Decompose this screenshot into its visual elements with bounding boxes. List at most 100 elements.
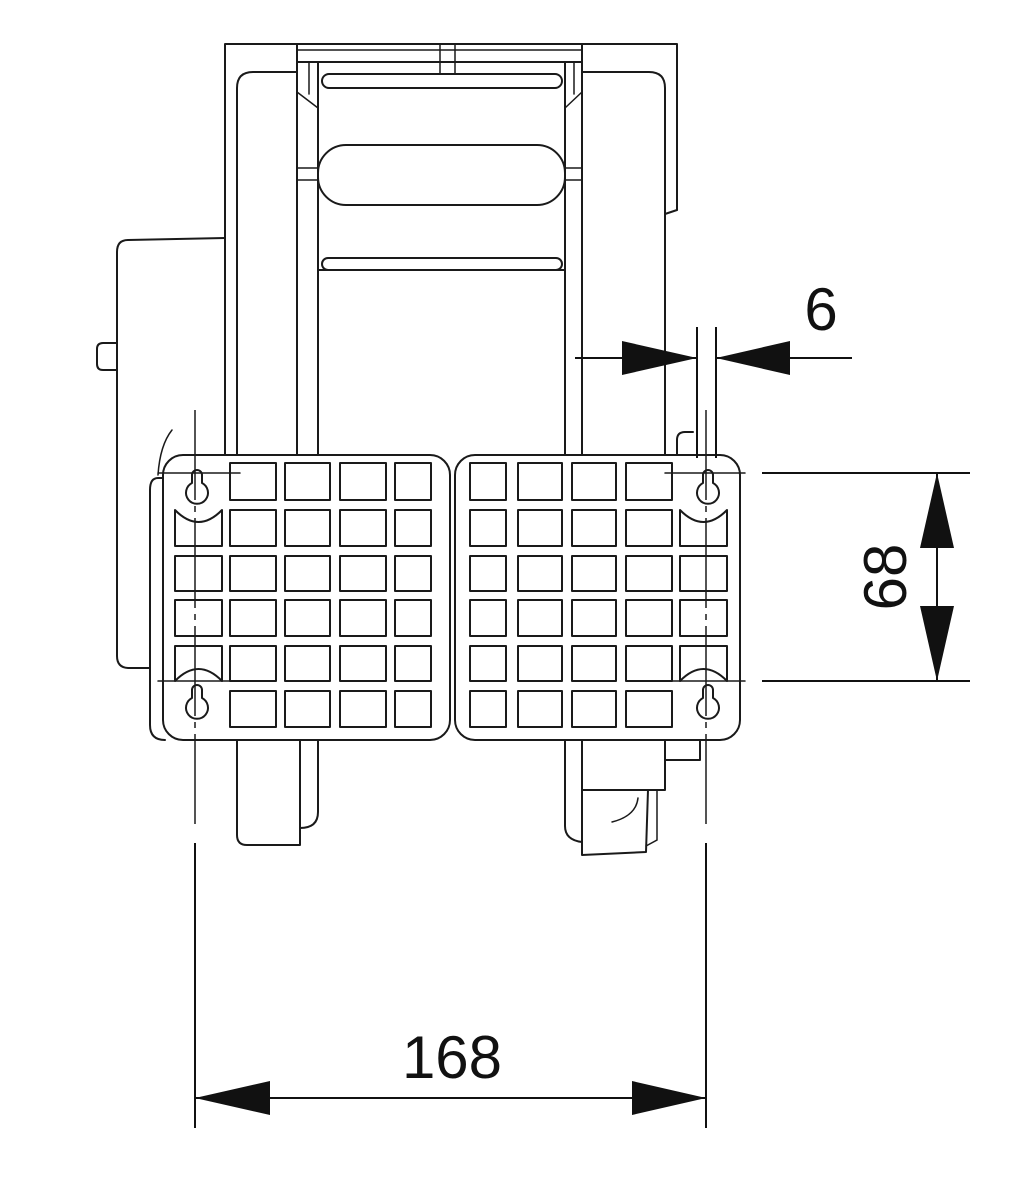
right-leg-ledge — [581, 739, 666, 791]
right-leg-detail — [645, 789, 658, 847]
arrowhead — [920, 473, 954, 548]
dimension-offset: 6 — [575, 276, 852, 458]
arrowhead — [632, 1081, 706, 1115]
grid-cell — [174, 599, 223, 637]
grid-cell — [625, 509, 673, 547]
mounting-plate-bracket — [149, 477, 166, 741]
grid-cell — [625, 645, 673, 682]
grid-cell — [229, 555, 277, 592]
grid-cell — [679, 599, 728, 637]
right-leg-step — [664, 739, 701, 761]
legs — [236, 739, 701, 856]
grid-cell — [517, 599, 563, 637]
grid-cell — [571, 690, 617, 728]
dimension-label-vertical: 68 — [852, 544, 919, 611]
left-leg-inner — [299, 739, 319, 829]
dimension-label-offset: 6 — [804, 276, 837, 343]
right-leg-curve — [611, 797, 639, 823]
top-slot — [321, 73, 563, 89]
grid-cell — [229, 690, 277, 728]
left-leg — [236, 739, 301, 846]
grid-cell — [284, 645, 331, 682]
grid-cell — [229, 599, 277, 637]
grid-cell — [339, 645, 387, 682]
grid-cell — [679, 555, 728, 592]
housing-right-step — [664, 209, 678, 215]
grid-cell — [625, 462, 673, 501]
grid-cell — [625, 555, 673, 592]
left-inner-panel — [236, 71, 298, 456]
grid-cell — [229, 645, 277, 682]
dimension-hole-spacing-vertical: 68 — [762, 472, 970, 682]
grid-cell — [469, 645, 507, 682]
grid-cell — [394, 599, 432, 637]
grid-cell — [625, 599, 673, 637]
housing — [224, 43, 694, 456]
arrowhead — [195, 1081, 270, 1115]
grid-cell — [571, 462, 617, 501]
right-inner-panel — [581, 71, 666, 456]
grid-cell — [339, 462, 387, 501]
grid-cell — [517, 555, 563, 592]
left-side-nub — [96, 342, 118, 371]
grid-cell — [571, 645, 617, 682]
grid-cell — [469, 599, 507, 637]
grid-cell — [394, 690, 432, 728]
grid-cell — [229, 509, 277, 547]
dimension-hole-spacing-horizontal: 168 — [194, 843, 707, 1128]
middle-slot — [317, 144, 566, 206]
right-side-bump — [676, 431, 694, 456]
mounting-plate — [149, 454, 741, 741]
grid-cell — [174, 555, 223, 592]
left-side-housing — [96, 237, 226, 669]
bracket-curve — [157, 429, 173, 476]
right-leg — [581, 739, 649, 856]
channel-bevel — [564, 91, 583, 109]
right-leg-inner — [564, 739, 583, 843]
grid-cell — [394, 509, 432, 547]
grid-cell — [679, 509, 728, 547]
grid-cell — [339, 555, 387, 592]
arrowhead — [716, 341, 790, 375]
grid-cell — [469, 509, 507, 547]
grid-cell — [517, 462, 563, 501]
grid-cell — [571, 555, 617, 592]
grid-cell — [469, 690, 507, 728]
grid-cell — [517, 690, 563, 728]
grid-cell — [394, 645, 432, 682]
grid-cell — [174, 509, 223, 547]
grid-cell — [284, 462, 331, 501]
grid-cell — [394, 462, 432, 501]
grid-cell — [284, 599, 331, 637]
arrowhead — [920, 606, 954, 681]
dimension-label-horizontal: 168 — [402, 1024, 502, 1091]
grid-cell — [229, 462, 277, 501]
arrowhead — [622, 341, 697, 375]
mounting-plate-right-half — [454, 454, 741, 741]
left-side-box — [116, 237, 226, 669]
grid-cell — [339, 690, 387, 728]
grid-cell — [394, 555, 432, 592]
grid-cell — [284, 509, 331, 547]
grid-cell — [339, 509, 387, 547]
grid-cell — [571, 509, 617, 547]
bottom-slot — [321, 257, 563, 271]
grid-cell — [284, 555, 331, 592]
grid-cell — [174, 645, 223, 682]
grid-cell — [284, 690, 331, 728]
grid-cell — [679, 645, 728, 682]
channel-bevel — [296, 91, 319, 109]
keyhole-mount-slot — [696, 684, 720, 720]
grid-cell — [469, 555, 507, 592]
housing-outer-outline — [224, 43, 678, 456]
keyhole-mount-slot — [185, 684, 209, 720]
grid-cell — [625, 690, 673, 728]
keyhole-mount-slot — [696, 469, 720, 505]
grid-cell — [469, 462, 507, 501]
grid-cell — [571, 599, 617, 637]
mounting-plate-left-half — [162, 454, 451, 741]
grid-cell — [517, 509, 563, 547]
mounting-grid — [174, 462, 728, 728]
grid-cell — [517, 645, 563, 682]
